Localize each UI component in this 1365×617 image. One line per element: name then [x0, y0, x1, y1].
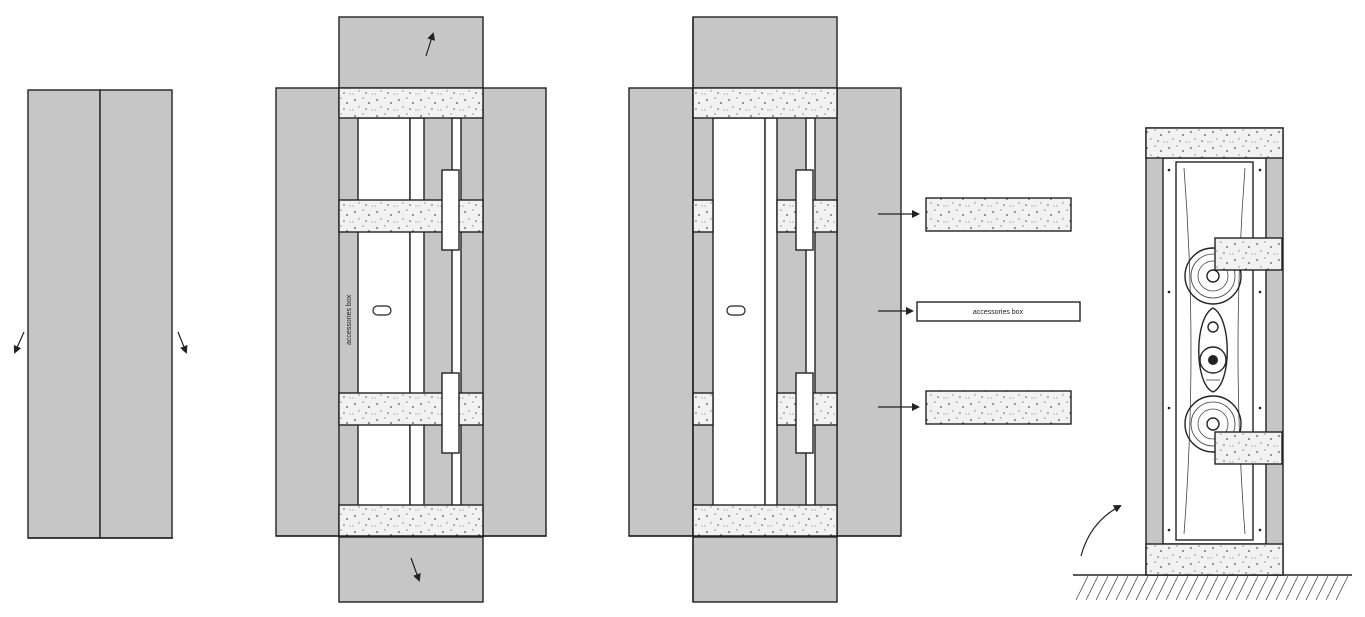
step-1-closed-box — [13, 89, 188, 539]
speaker-driver-icon — [1184, 395, 1242, 453]
box-flap-top — [692, 16, 838, 90]
foam-block — [338, 199, 484, 233]
handle-slot — [372, 305, 392, 316]
curved-arrow-icon — [1080, 505, 1122, 557]
step-4-speaker-upright — [1073, 127, 1352, 601]
foam-block-bottom — [338, 504, 484, 538]
foam-block-top — [692, 87, 838, 119]
box-flap-left — [27, 89, 101, 539]
handle-slot — [726, 305, 746, 316]
box-flap-top — [338, 16, 484, 90]
arrow-icon — [13, 331, 25, 354]
box-flap-left — [275, 87, 341, 537]
foam-block-bottom — [1145, 543, 1284, 576]
mounting-bracket — [795, 169, 814, 251]
box-flap-bottom — [692, 534, 838, 603]
foam-block-top — [338, 87, 484, 119]
box-flap-right — [481, 87, 547, 537]
removed-foam-block — [925, 390, 1072, 425]
mounting-bracket — [441, 169, 460, 251]
accessories-box-label: accessories box — [973, 309, 1024, 316]
step-3-remove-accessories — [628, 16, 902, 603]
accessories-box-label-vertical: accessories box — [346, 294, 353, 345]
mounting-bracket — [795, 372, 814, 454]
removed-items: accessories box — [878, 197, 1081, 425]
arrow-icon — [177, 331, 188, 354]
foam-block — [338, 392, 484, 426]
mounting-bracket — [441, 372, 460, 454]
mounting-bracket — [1214, 431, 1283, 465]
arrow-icon — [410, 557, 421, 582]
foam-block-bottom — [692, 504, 838, 538]
speaker-driver-icon — [1198, 307, 1228, 393]
foam-block-top — [1145, 127, 1284, 159]
box-flap-left — [628, 87, 694, 537]
arrow-icon — [425, 32, 435, 57]
box-flap-right — [836, 87, 902, 537]
speaker-baffle — [1175, 161, 1254, 541]
step-2-opened-box: accessories box — [275, 16, 547, 603]
box-flap-right — [99, 89, 173, 539]
accessories-box-removed — [916, 301, 1081, 322]
box-flap-bottom — [338, 534, 484, 603]
speaker-driver-icon — [1184, 247, 1242, 305]
removed-foam-block — [925, 197, 1072, 232]
mounting-bracket — [1214, 237, 1283, 271]
